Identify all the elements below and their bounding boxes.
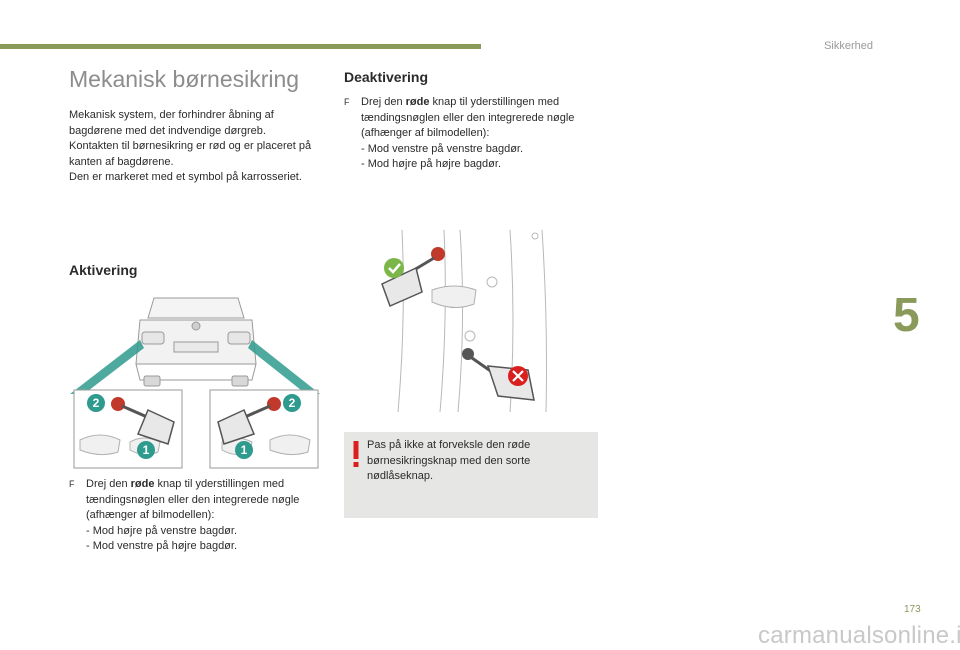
aktivering-heading: Aktivering <box>69 262 138 278</box>
aktivering-instructions: F Drej den røde knap til yderstillingen m… <box>69 477 324 555</box>
bullet-mark: F <box>344 97 350 107</box>
page-number: 173 <box>904 604 921 615</box>
top-rule <box>0 44 481 49</box>
activation-illustration: 2 1 2 1 <box>70 297 320 469</box>
door-handle <box>431 285 477 308</box>
lead-text: knap til yderstillingen med tændingsnøgl… <box>361 96 575 140</box>
lead-text: Drej den <box>86 478 131 490</box>
chapter-number: 5 <box>893 289 920 342</box>
deaktivering-item: - Mod højre på højre bagdør. <box>361 158 502 171</box>
watermark: carmanualsonline.info <box>758 622 960 649</box>
deaktivering-item: - Mod venstre på venstre bagdør. <box>361 142 524 155</box>
bullet-mark: F <box>69 479 75 489</box>
key-with-check <box>381 247 445 308</box>
callout-1-left: 1 <box>143 443 150 457</box>
lead-text: Drej den <box>361 96 406 108</box>
callout-1-right: 1 <box>241 443 248 457</box>
intro-line: Kontakten til børnesikring er rød og er … <box>69 140 312 168</box>
deaktivering-lead: F Drej den røde knap til yderstillingen m… <box>344 95 604 142</box>
exclamation-icon <box>353 441 359 467</box>
lead-bold: røde <box>130 478 155 490</box>
aktivering-item: - Mod venstre på højre bagdør. <box>86 540 238 553</box>
aktivering-item: - Mod højre på venstre bagdør. <box>86 524 238 537</box>
check-icon <box>384 258 404 278</box>
key-with-cross <box>462 348 535 401</box>
right-door-panel <box>209 389 319 469</box>
warning-text: Pas på ikke at forveksle den røde børnes… <box>367 439 531 483</box>
deaktivering-instructions: F Drej den røde knap til yderstillingen m… <box>344 95 604 173</box>
callout-badges: 2 1 2 1 <box>87 394 301 459</box>
intro-line: Mekanisk system, der forhindrer åbning a… <box>69 109 274 137</box>
section-label: Sikkerhed <box>824 40 873 52</box>
lead-text: knap til yderstillingen med tændingsnøgl… <box>86 478 300 522</box>
intro-text: Mekanisk system, der forhindrer åbning a… <box>69 108 324 186</box>
warning-note: Pas på ikke at forveksle den røde børnes… <box>344 432 598 518</box>
car-rear-view <box>135 297 257 387</box>
door-edges <box>397 230 547 413</box>
page-title: Mekanisk børnesikring <box>69 66 300 92</box>
callout-2-right: 2 <box>289 396 296 410</box>
callout-2-left: 2 <box>93 396 100 410</box>
aktivering-lead: F Drej den røde knap til yderstillingen m… <box>69 477 324 524</box>
deactivation-illustration <box>381 230 547 413</box>
teal-arrows <box>70 340 320 394</box>
lead-bold: røde <box>405 96 430 108</box>
intro-line: Den er markeret med et symbol på karross… <box>69 171 302 184</box>
deaktivering-heading: Deaktivering <box>344 69 429 85</box>
